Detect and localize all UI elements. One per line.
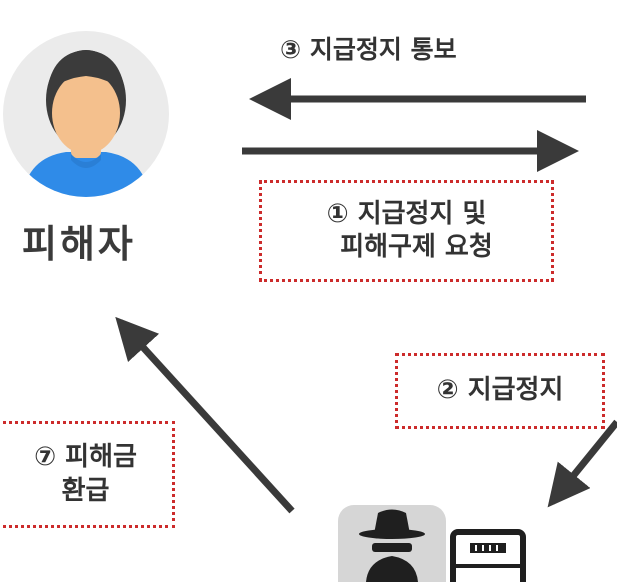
- arrow-step2-to-fraudster: [547, 419, 617, 508]
- step7-box: ⑦ 피해금 환급: [0, 421, 175, 528]
- step2-line1: ② 지급정지: [436, 375, 564, 406]
- step7-line1: ⑦ 피해금: [34, 442, 137, 473]
- step1-line2: 피해구제 요청: [340, 232, 493, 262]
- step7-line2: 환급: [61, 475, 110, 506]
- victim-label: 피해자: [22, 222, 136, 266]
- step2-box: ② 지급정지: [395, 353, 605, 429]
- step1-line1: ① 지급정지 및: [326, 198, 487, 229]
- arrow-step7-refund-to-victim: [115, 316, 295, 514]
- step1-box: ① 지급정지 및 피해구제 요청: [259, 180, 554, 282]
- step3-label: ③ 지급정지 통보: [280, 35, 457, 64]
